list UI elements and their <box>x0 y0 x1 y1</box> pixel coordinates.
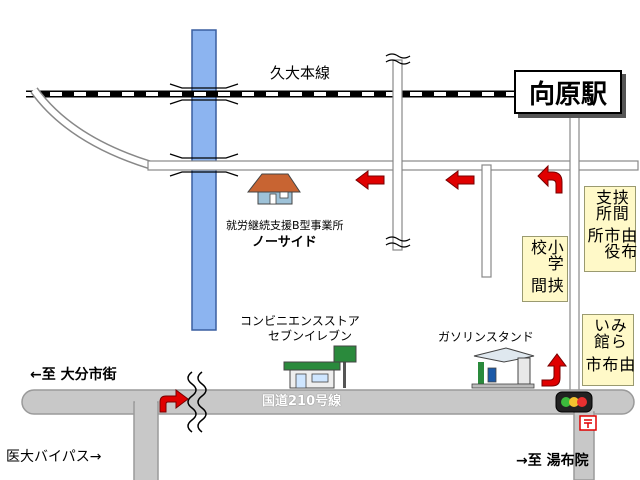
gas-station-icon <box>471 347 535 389</box>
office-name-line2: ノーサイド <box>252 235 317 250</box>
station-road <box>569 109 580 401</box>
river <box>191 29 217 331</box>
store-label-line1: コンビニエンスストア <box>240 314 360 328</box>
bypass-turn-arrow <box>159 389 189 413</box>
vertical-road-school <box>481 164 492 278</box>
mirai-hall-col2: みらい館 <box>591 317 627 349</box>
mirai-hall-label: 由布市 みらい館 <box>582 314 636 386</box>
store-label-line2: セブンイレブン <box>268 329 353 343</box>
mirai-hall-col1: 由布市 <box>582 356 636 373</box>
branch-office-col1: 由布市役所 <box>584 226 638 259</box>
school-label: 挟間 小学校 <box>522 236 568 302</box>
curved-road <box>30 87 152 170</box>
post-office-icon <box>579 415 597 431</box>
station-name: 向原駅 <box>514 70 622 114</box>
railway-label: 久大本線 <box>270 64 331 82</box>
up-right-arrow <box>541 353 567 387</box>
to-oita-label: ←至 大分市街 <box>30 367 117 383</box>
traffic-light-icon <box>555 391 593 413</box>
u-turn-arrow <box>537 164 563 194</box>
road-break-mark <box>385 53 411 248</box>
school-label-col2: 小学校 <box>528 239 564 271</box>
branch-office-label: 由布市役所 挟間支所 <box>584 186 638 272</box>
to-yufuin-label: →至 湯布院 <box>516 453 589 469</box>
road-bridge-mark <box>169 153 239 177</box>
rail-bridge-mark <box>169 83 239 105</box>
left-arrow <box>355 170 385 190</box>
route-break-mark <box>187 371 207 433</box>
route-label: 国道210号線 <box>262 394 342 409</box>
gas-station-label: ガソリンスタンド <box>438 330 534 344</box>
school-label-col1: 挟間 <box>528 276 564 293</box>
branch-office-col2: 挟間支所 <box>593 189 629 221</box>
office-building-icon <box>246 173 301 205</box>
office-name-line1: 就労継続支援B型事業所 <box>226 219 344 232</box>
vertical-road-left <box>392 59 403 251</box>
bypass-label: 医大バイパス→ <box>6 449 102 465</box>
left-arrow-2 <box>445 170 475 190</box>
convenience-store-icon <box>283 345 357 389</box>
